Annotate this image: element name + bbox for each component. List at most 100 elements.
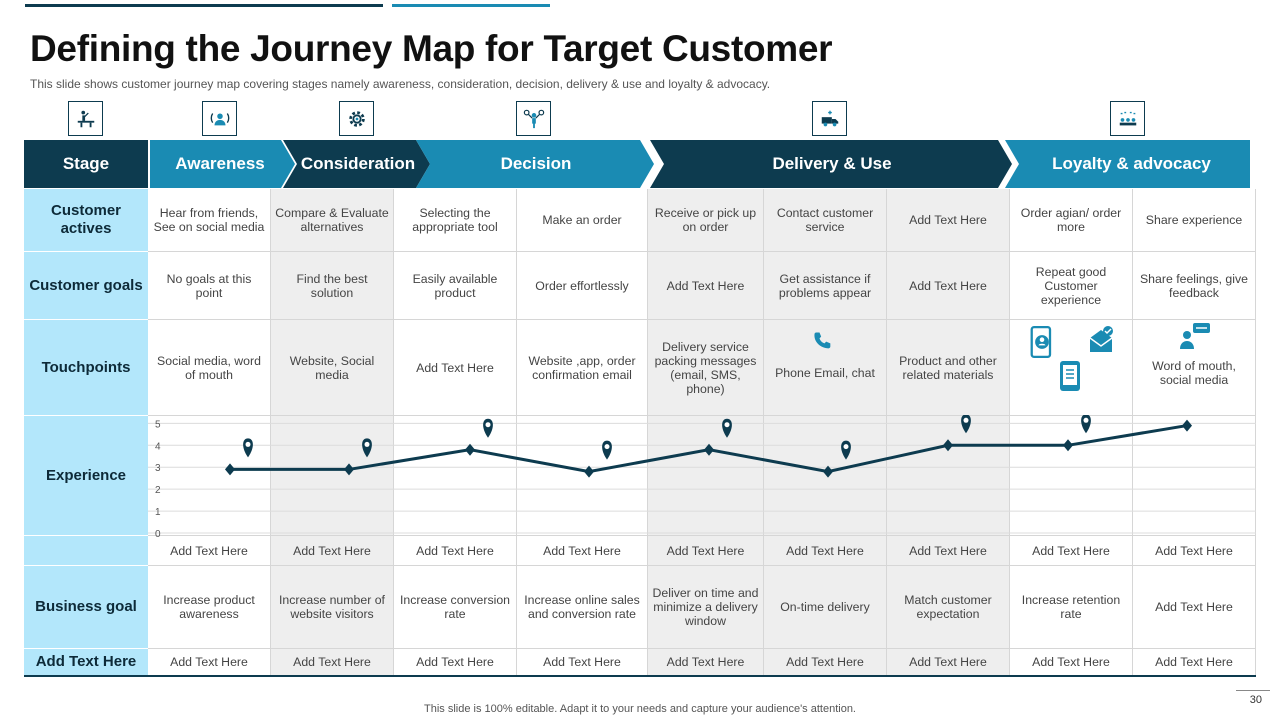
stage-delivery: Delivery & Use	[650, 140, 1012, 188]
stage-label: Consideration	[300, 154, 416, 173]
stage-loyalty: Loyalty & advocacy	[1005, 140, 1250, 188]
business-cell: Increase conversion rate	[394, 566, 517, 649]
experience-cell-bg	[394, 416, 517, 536]
footer-note: This slide is 100% editable. Adapt it to…	[424, 703, 856, 715]
y-tick-label: 3	[155, 463, 161, 474]
actives-cell: Selecting the appropriate tool	[394, 189, 517, 252]
experience-cell-bg	[1010, 416, 1133, 536]
location-pin-icon	[602, 440, 612, 460]
stage-decision-shape	[416, 140, 654, 188]
settings-icon	[339, 101, 374, 136]
row-header-extra: Add Text Here	[24, 649, 148, 676]
extra-cell: Add Text Here	[1133, 649, 1256, 676]
actives-cell: Compare & Evaluate alternatives	[271, 189, 394, 252]
data-point	[823, 465, 833, 478]
business-cell: Increase online sales and conversion rat…	[517, 566, 648, 649]
actives-cell: Receive or pick up on order	[648, 189, 764, 252]
data-point	[704, 443, 714, 456]
user-chat-icon	[1180, 323, 1210, 349]
business-cell: Increase number of website visitors	[271, 566, 394, 649]
extra-cell: Add Text Here	[148, 649, 271, 676]
goals-cell: Add Text Here	[648, 252, 764, 320]
stage-label: Loyalty & advocacy	[1052, 154, 1211, 173]
actives-cell: Contact customer service	[764, 189, 887, 252]
business-cell: Deliver on time and minimize a delivery …	[648, 566, 764, 649]
top-accent-light	[392, 4, 550, 7]
stage-consideration: Consideration	[283, 140, 430, 188]
goals-cell: Repeat good Customer experience	[1010, 252, 1133, 320]
location-pin-icon	[841, 440, 851, 460]
actives-cell: Add Text Here	[887, 189, 1010, 252]
stage-consideration-shape	[283, 140, 430, 188]
experience-cell-bg	[887, 416, 1010, 536]
touchpoints-cell: Website, Social media	[271, 320, 394, 416]
top-accent-dark	[25, 4, 383, 7]
extra-cell: Add Text Here	[517, 649, 648, 676]
stage-label: Delivery & Use	[772, 154, 892, 173]
location-pin-icon	[722, 418, 732, 438]
extra-cell: Add Text Here	[887, 649, 1010, 676]
presentation-icon	[68, 101, 103, 136]
stage-awareness-shape	[150, 140, 295, 188]
data-point	[225, 463, 235, 476]
extra-cell: Add Text Here	[271, 649, 394, 676]
touchpoints-cell: Social media, word of mouth	[148, 320, 271, 416]
experience-notes-cell: Add Text Here	[517, 536, 648, 566]
row-header-business: Business goal	[24, 566, 148, 649]
actives-cell: Share experience	[1133, 189, 1256, 252]
row-header-experience-notes	[24, 536, 148, 566]
data-point	[943, 439, 953, 452]
row-header-goals: Customer goals	[24, 252, 148, 320]
y-tick-label: 0	[155, 529, 161, 537]
business-cell: Add Text Here	[1133, 566, 1256, 649]
goals-cell: Find the best solution	[271, 252, 394, 320]
slide-title: Defining the Journey Map for Target Cust…	[30, 28, 833, 69]
touchpoints-cell: Phone Email, chat	[764, 320, 887, 416]
goals-cell: Share feelings, give feedback	[1133, 252, 1256, 320]
phone-call-icon	[814, 332, 831, 349]
y-tick-label: 2	[155, 485, 161, 496]
location-pin-icon	[243, 438, 253, 458]
experience-notes-cell: Add Text Here	[271, 536, 394, 566]
stage-label: Awareness	[175, 154, 265, 173]
row-header-stage: Stage	[24, 140, 148, 189]
data-point	[1063, 439, 1073, 452]
stage-label: Decision	[500, 154, 572, 173]
data-point	[465, 443, 475, 456]
team-rating-icon	[1110, 101, 1145, 136]
extra-cell: Add Text Here	[394, 649, 517, 676]
data-point	[584, 465, 594, 478]
chat-device-icon	[1030, 326, 1052, 358]
experience-cell-bg	[764, 416, 887, 536]
business-cell: Match customer expectation	[887, 566, 1010, 649]
actives-cell: Make an order	[517, 189, 648, 252]
extra-cell: Add Text Here	[1010, 649, 1133, 676]
experience-notes-cell: Add Text Here	[1133, 536, 1256, 566]
touchpoints-cell: Delivery service packing messages (email…	[648, 320, 764, 416]
experience-cell-bg	[517, 416, 648, 536]
stage-delivery-shape	[650, 140, 1012, 188]
location-pin-icon	[483, 418, 493, 438]
experience-cell-bg	[271, 416, 394, 536]
experience-notes-cell: Add Text Here	[1010, 536, 1133, 566]
row-header-experience: Experience	[24, 416, 148, 536]
experience-cell-bg	[648, 416, 764, 536]
business-cell: On-time delivery	[764, 566, 887, 649]
experience-notes-cell: Add Text Here	[148, 536, 271, 566]
goals-cell: Easily available product	[394, 252, 517, 320]
slide-subtitle: This slide shows customer journey map co…	[30, 77, 771, 91]
actives-cell: Order agian/ order more	[1010, 189, 1133, 252]
touchpoints-cell	[1010, 320, 1133, 416]
experience-notes-cell: Add Text Here	[887, 536, 1010, 566]
data-point	[1182, 419, 1192, 432]
touchpoints-cell: Product and other related materials	[887, 320, 1010, 416]
touchpoints-cell: Add Text Here	[394, 320, 517, 416]
user-broadcast-icon	[202, 101, 237, 136]
stage-decision: Decision	[416, 140, 654, 188]
mail-check-icon	[1089, 326, 1113, 352]
data-point	[344, 463, 354, 476]
experience-cell-bg	[1133, 416, 1256, 536]
experience-notes-cell: Add Text Here	[764, 536, 887, 566]
experience-notes-cell: Add Text Here	[648, 536, 764, 566]
stage-awareness: Awareness	[150, 140, 295, 188]
